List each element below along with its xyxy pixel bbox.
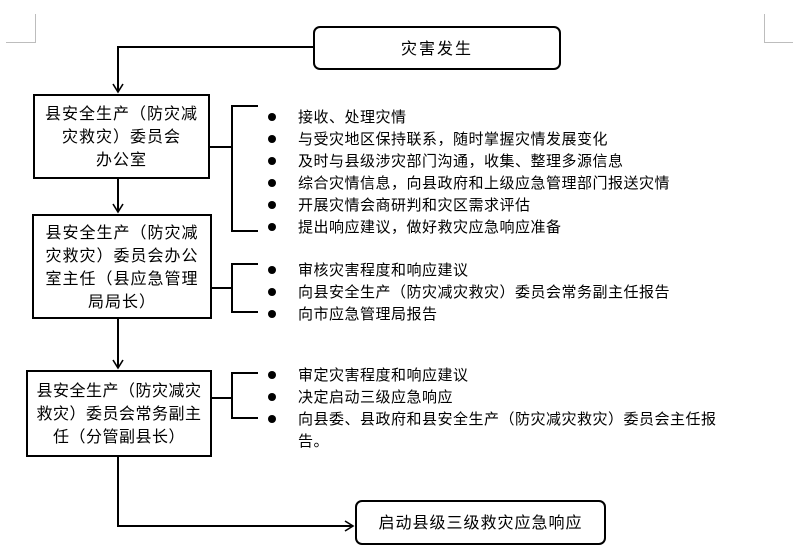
bullet-icon [268, 179, 276, 187]
bullet-icon [268, 223, 276, 231]
step1-box-line: 县安全生产（防灾减 [44, 104, 198, 123]
action-item: 及时与县级涉灾部门沟通，收集、整理多源信息 [268, 150, 768, 172]
start-node: 灾害发生 [313, 26, 561, 70]
step1-box: 县安全生产（防灾减 灾救灾）委员会 办公室 [33, 94, 210, 179]
bracket-step3 [211, 372, 258, 419]
step2-box-text: 县安全生产（防灾减 灾救灾）委员会办公 室主任（县应急管理 局局长） [41, 221, 202, 313]
start-node-label: 灾害发生 [400, 38, 473, 58]
arrow-step3-to-end [117, 456, 355, 532]
bracket-step2 [211, 263, 258, 313]
bullet-icon [268, 415, 276, 423]
action-item: 审定灾害程度和响应建议 [268, 364, 738, 386]
bracket-step1 [209, 105, 258, 232]
step3-box-line: 救灾）委员会常务副主 [36, 404, 202, 423]
bullet-icon [268, 288, 276, 296]
bullet-icon [268, 266, 276, 274]
action-item: 接收、处理灾情 [268, 106, 768, 128]
step1-box-line: 灾救灾）委员会 [61, 127, 181, 146]
bullet-icon [268, 371, 276, 379]
step2-box-line: 室主任（县应急管理 [45, 268, 199, 288]
action-item: 向县委、县政府和县安全生产（防灾减灾救灾）委员会主任报告。 [268, 408, 738, 452]
step3-action-list: 审定灾害程度和响应建议 决定启动三级应急响应 向县委、县政府和县安全生产（防灾减… [268, 364, 738, 452]
page-corner-mark-right [764, 14, 793, 43]
step3-box-line: 县安全生产（防灾减灾 [36, 381, 202, 400]
action-item: 开展灾情会商研判和灾区需求评估 [268, 194, 768, 216]
bullet-icon [268, 393, 276, 401]
step1-box-text: 县安全生产（防灾减 灾救灾）委员会 办公室 [41, 102, 202, 171]
step2-action-list: 审核灾害程度和响应建议 向县安全生产（防灾减灾救灾）委员会常务副主任报告 向市应… [268, 259, 768, 325]
end-node: 启动县级三级救灾应急响应 [355, 500, 606, 545]
action-item: 决定启动三级应急响应 [268, 386, 738, 408]
step1-action-list: 接收、处理灾情 与受灾地区保持联系，随时掌握灾情发展变化 及时与县级涉灾部门沟通… [268, 106, 768, 238]
action-item: 与受灾地区保持联系，随时掌握灾情发展变化 [268, 128, 768, 150]
arrow-start-to-step1 [112, 46, 313, 94]
page-corner-mark-left [6, 14, 36, 43]
end-node-label: 启动县级三级救灾应急响应 [378, 513, 583, 532]
action-item: 提出响应建议，做好救灾应急响应准备 [268, 216, 768, 238]
step3-box-text: 县安全生产（防灾减灾 救灾）委员会常务副主 任（分管副县长） [32, 379, 205, 448]
step2-box-line: 局局长） [87, 291, 156, 311]
action-item: 审核灾害程度和响应建议 [268, 259, 768, 281]
bullet-icon [268, 113, 276, 121]
step1-box-line: 办公室 [95, 150, 147, 169]
action-item: 向市应急管理局报告 [268, 303, 768, 325]
bullet-icon [268, 201, 276, 209]
step3-box-line: 任（分管副县长） [52, 427, 185, 446]
step2-box: 县安全生产（防灾减 灾救灾）委员会办公 室主任（县应急管理 局局长） [32, 214, 212, 319]
step2-box-line: 县安全生产（防灾减 [45, 222, 199, 242]
step2-box-line: 灾救灾）委员会办公 [45, 245, 199, 265]
bullet-icon [268, 135, 276, 143]
step3-box: 县安全生产（防灾减灾 救灾）委员会常务副主 任（分管副县长） [26, 370, 212, 457]
action-item: 综合灾情信息，向县政府和上级应急管理部门报送灾情 [268, 172, 768, 194]
bullet-icon [268, 310, 276, 318]
bullet-icon [268, 157, 276, 165]
action-item: 向县安全生产（防灾减灾救灾）委员会常务副主任报告 [268, 281, 768, 303]
